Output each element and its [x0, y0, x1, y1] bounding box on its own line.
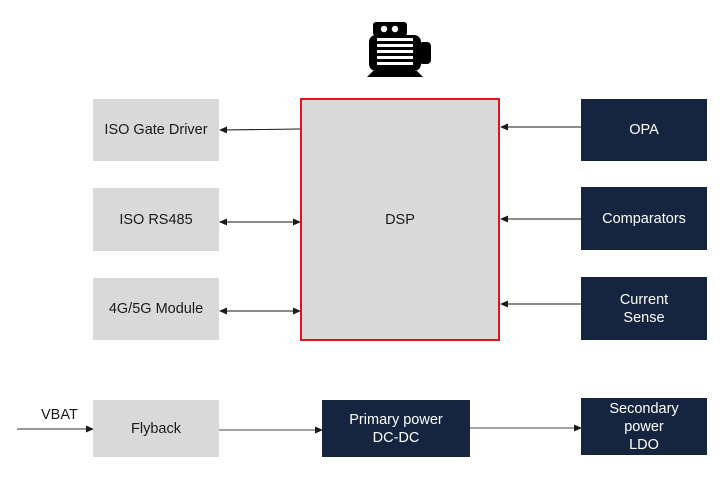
4g5g-module-block: 4G/5G Module — [93, 278, 219, 340]
current-sense-label: Current Sense — [619, 291, 669, 326]
comparators-label: Comparators — [602, 210, 686, 227]
4g5g-module-label: 4G/5G Module — [108, 301, 204, 317]
primary-power-label: Primary power DC-DC — [349, 411, 443, 446]
iso-rs485-block: ISO RS485 — [93, 188, 219, 251]
iso-rs485-label: ISO RS485 — [119, 211, 193, 228]
dsp-block: DSP — [300, 98, 500, 341]
opa-block: OPA — [581, 99, 707, 161]
primary-power-block: Primary power DC-DC — [322, 400, 470, 457]
flyback-block: Flyback — [93, 400, 219, 457]
secondary-power-label: Secondary power LDO — [609, 400, 679, 453]
opa-label: OPA — [629, 122, 659, 138]
arrow-dsp-to-gate-driver — [219, 126, 301, 134]
flyback-label: Flyback — [131, 420, 181, 437]
vbat-label: VBAT — [41, 407, 78, 423]
motor-icon — [367, 22, 433, 78]
dsp-label: DSP — [385, 211, 415, 228]
iso-gate-driver-block: ISO Gate Driver — [93, 99, 219, 161]
iso-gate-driver-label: ISO Gate Driver — [104, 122, 208, 138]
comparators-block: Comparators — [581, 187, 707, 250]
secondary-power-block: Secondary power LDO — [581, 398, 707, 455]
current-sense-block: Current Sense — [581, 277, 707, 340]
